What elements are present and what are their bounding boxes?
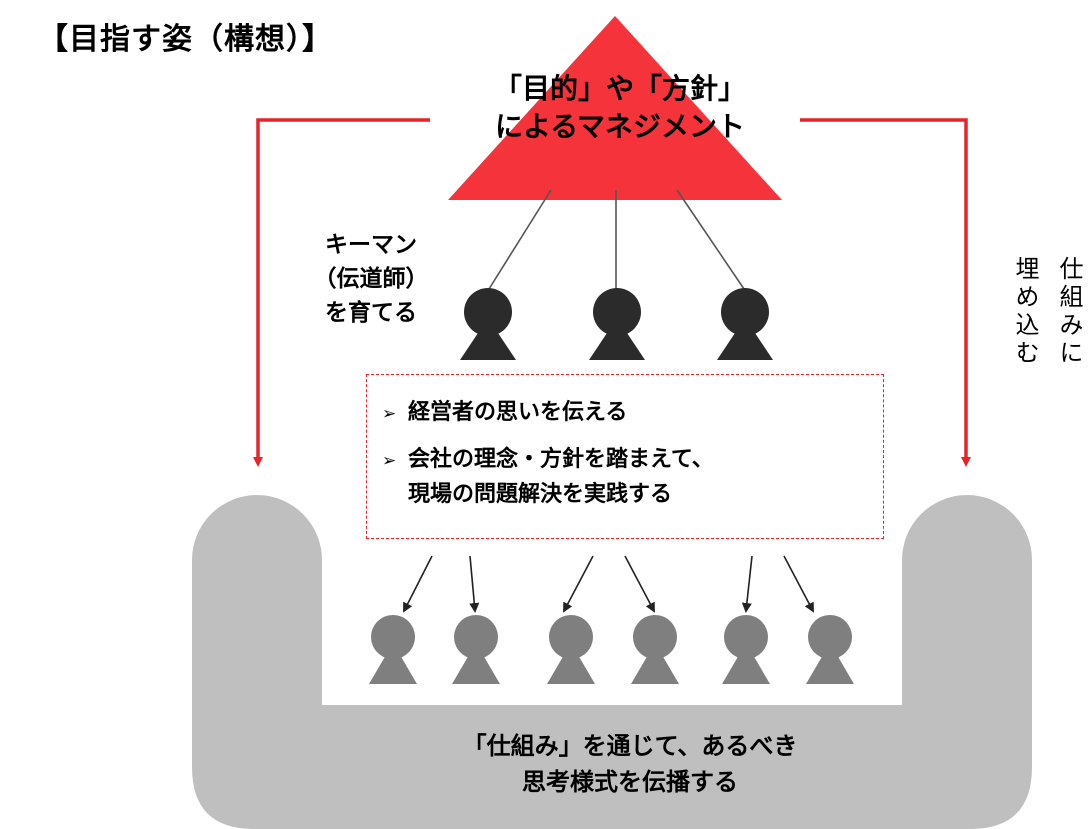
- bullet-text: 会社の理念・方針を踏まえて、: [408, 447, 714, 472]
- spread-arrow: [403, 555, 433, 613]
- apex-line-1: 「目的」や「方針」: [493, 72, 746, 105]
- bullet-text-continued: 現場の問題解決を実践する: [408, 482, 673, 507]
- staff-person-icon: [806, 615, 854, 684]
- keyman-line-2: （伝道師）: [313, 266, 429, 292]
- side-label-col-1: 仕組みに: [1055, 256, 1083, 368]
- bullet-item: ➢ 会社の理念・方針を踏まえて、 現場の問題解決を実践する: [382, 443, 714, 512]
- keyman-person-icon: [589, 288, 645, 360]
- staff-person-icon: [547, 615, 595, 684]
- message-box: [366, 374, 884, 539]
- bullet-item: ➢ 経営者の思いを伝える: [382, 396, 627, 431]
- apex-line-2: によるマネジメント: [494, 110, 746, 143]
- keyman-line-3: を育てる: [325, 300, 417, 326]
- staff-person-icon: [631, 615, 679, 684]
- side-label-col-2: 埋め込む: [1011, 256, 1039, 368]
- link-line: [676, 189, 745, 290]
- page-title: 【目指す姿（構想）】: [38, 22, 333, 57]
- keyman-label: キーマン （伝道師） を育てる: [292, 228, 450, 330]
- spread-arrow: [563, 555, 594, 613]
- staff-person-icon: [369, 615, 417, 684]
- staff-person-icon: [722, 615, 770, 684]
- u-container: [192, 495, 1032, 829]
- left-red-arrow: [253, 118, 430, 467]
- spread-arrow: [783, 555, 814, 613]
- side-label: 仕組みに 埋め込む: [996, 256, 1084, 386]
- bottom-label: 「仕組み」を通じて、あるべき 思考様式を伝播する: [330, 728, 930, 800]
- spread-arrow: [624, 555, 655, 613]
- bullet-text: 経営者の思いを伝える: [408, 400, 628, 425]
- apex-label: 「目的」や「方針」 によるマネジメント: [440, 70, 800, 146]
- staff-person-icon: [452, 615, 500, 684]
- link-line: [488, 189, 552, 290]
- arrowhead-bullet-icon: ➢: [382, 451, 397, 471]
- management-triangle: [448, 16, 782, 200]
- arrowhead-bullet-icon: ➢: [382, 404, 397, 424]
- bottom-line-2: 思考様式を伝播する: [522, 768, 738, 796]
- spread-arrow: [469, 555, 480, 613]
- keyman-line-1: キーマン: [325, 232, 417, 258]
- spread-arrow: [741, 555, 753, 613]
- bottom-line-1: 「仕組み」を通じて、あるべき: [462, 732, 798, 760]
- keyman-person-icon: [460, 288, 516, 360]
- right-red-arrow: [800, 118, 971, 467]
- keyman-person-icon: [717, 288, 773, 360]
